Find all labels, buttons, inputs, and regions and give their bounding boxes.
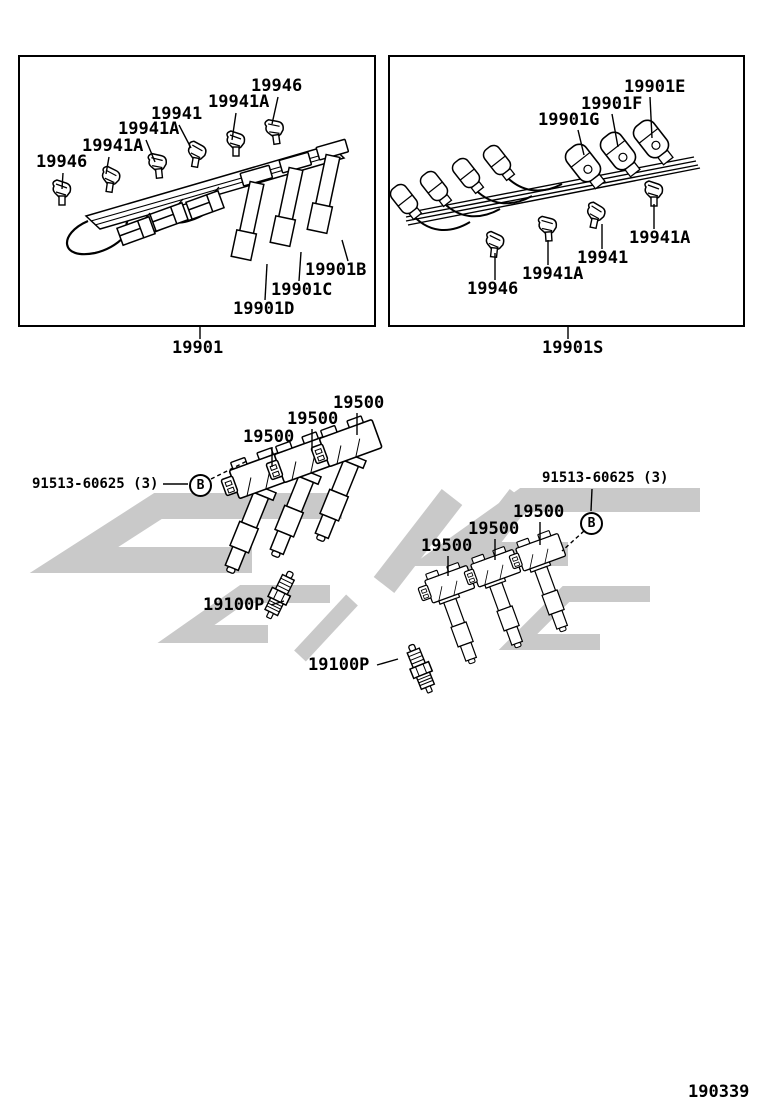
part-label: 19946: [36, 152, 88, 172]
bolt-symbol-left: B: [189, 474, 212, 497]
part-label: 19941A: [522, 264, 584, 284]
coil-label: 19500: [513, 502, 565, 522]
part-label: 19901F: [581, 94, 643, 114]
leader-lines: [61, 96, 655, 666]
spark-plug-right: [400, 640, 441, 697]
bolt-callout-right: 91513-60625 (3): [542, 470, 669, 486]
coil-label: 19500: [287, 409, 339, 429]
part-label: 19941A: [208, 92, 270, 112]
bolt-symbol-right: B: [580, 512, 603, 535]
part-label: 19941: [151, 104, 203, 124]
wire-set-left-art: [52, 117, 350, 262]
coil-label: 19500: [333, 393, 385, 413]
part-label: 19901G: [538, 110, 600, 130]
part-label: 19946: [467, 279, 519, 299]
part-label: 19901B: [305, 260, 367, 280]
coil-label: 19500: [468, 519, 520, 539]
part-label: 19901D: [233, 299, 295, 319]
part-label: 19941A: [82, 136, 144, 156]
wire-set-panel-left: [18, 55, 376, 327]
plug-label-left: 19100P: [203, 595, 265, 615]
part-label: 19941A: [629, 228, 691, 248]
coil-label: 19500: [243, 427, 295, 447]
part-label: 19946: [251, 76, 303, 96]
background-watermark-logo: [29, 488, 700, 662]
panel-caption-right: 19901S: [542, 338, 604, 358]
plug-label-right: 19100P: [308, 655, 370, 675]
figure-code: 190339: [688, 1082, 750, 1102]
part-label: 19941: [577, 248, 629, 268]
coil-label: 19500: [421, 536, 473, 556]
wire-set-panel-right: [388, 55, 745, 327]
bolt-callout-left: 91513-60625 (3): [32, 476, 159, 492]
part-label: 19941A: [118, 119, 180, 139]
part-label: 19901C: [271, 280, 333, 300]
part-label: 19901E: [624, 77, 686, 97]
wire-set-right-art: [386, 115, 701, 259]
panel-caption-left: 19901: [172, 338, 224, 358]
